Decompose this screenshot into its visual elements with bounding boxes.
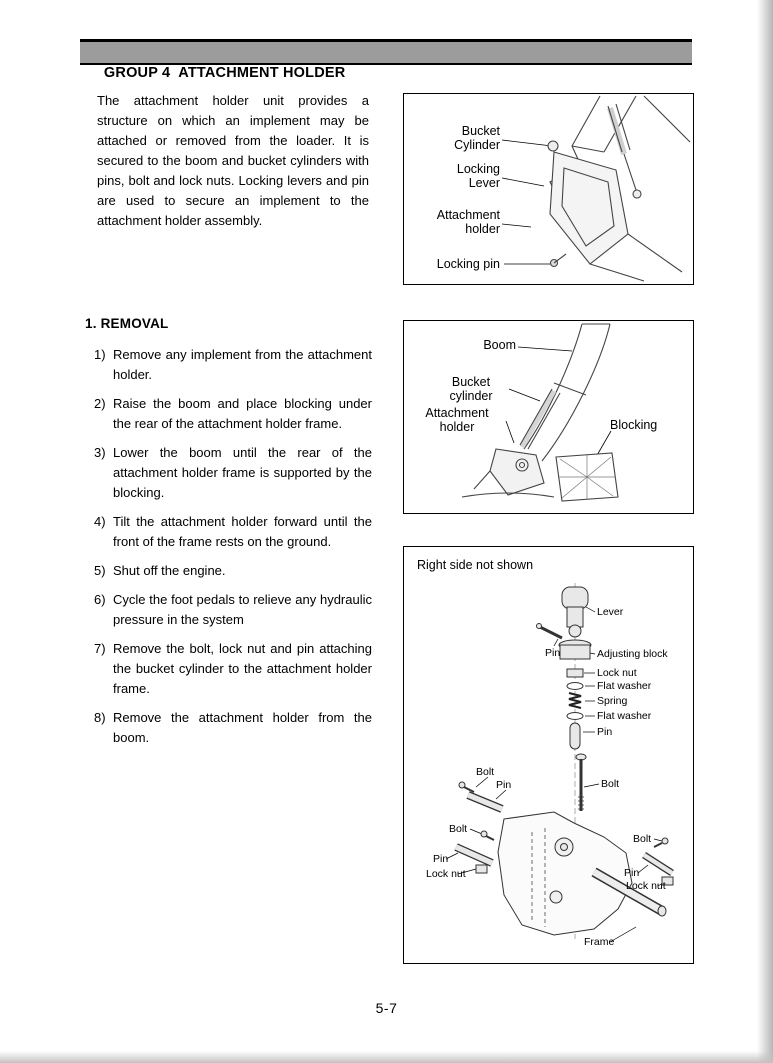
fig3-label-pin-center: Pin <box>597 726 613 738</box>
step-number: 2) <box>94 396 106 411</box>
fig3-note: Right side not shown <box>417 558 534 572</box>
step-number: 3) <box>94 445 106 460</box>
fig3-label-pin-left-lower: Pin <box>433 853 449 865</box>
step-item: 4) Tilt the attachment holder forward un… <box>94 512 372 552</box>
fig3-label-pin-left-upper: Pin <box>496 779 512 791</box>
fig3-label-bolt-center: Bolt <box>601 778 620 790</box>
step-item: 7) Remove the bolt, lock nut and pin att… <box>94 639 372 699</box>
step-item: 3) Lower the boom until the rear of the … <box>94 443 372 503</box>
step-item: 8) Remove the attachment holder from the… <box>94 708 372 748</box>
fig1-label-locking-lever: Locking Lever <box>456 162 500 190</box>
step-number: 4) <box>94 514 106 529</box>
page-number: 5-7 <box>375 1000 398 1016</box>
fig3-label-lock-nut-right: Lock nut <box>626 880 666 892</box>
step-item: 2) Raise the boom and place blocking und… <box>94 394 372 434</box>
fig2-drawing <box>461 323 619 502</box>
fig2-label-blocking: Blocking <box>610 418 658 432</box>
fig3-label-pin-right: Pin <box>624 867 640 879</box>
step-text: Shut off the engine. <box>113 563 226 578</box>
step-text: Tilt the attachment holder forward until… <box>113 514 372 549</box>
fig2-label-bucket-cylinder: Bucket cylinder <box>449 375 493 403</box>
fig3-label-bolt-right: Bolt <box>633 833 652 845</box>
removal-steps: 1) Remove any implement from the attachm… <box>94 345 372 757</box>
step-item: 5) Shut off the engine. <box>94 561 372 581</box>
figure-attachment-holder-overview: Bucket Cylinder Locking Lever Attachment… <box>403 93 694 285</box>
fig3-label-frame: Frame <box>584 936 615 948</box>
section-header-title: GROUP 4 ATTACHMENT HOLDER <box>103 65 346 81</box>
scan-edge-right <box>757 0 773 1063</box>
fig3-label-lever: Lever <box>597 606 624 618</box>
step-text: Raise the boom and place blocking under … <box>113 396 372 431</box>
fig3-label-pin-top: Pin <box>545 647 561 659</box>
fig1-label-attachment-holder: Attachment holder <box>436 208 500 236</box>
intro-paragraph: The attachment holder unit provides a st… <box>97 93 369 228</box>
removal-heading: 1. REMOVAL <box>85 316 169 331</box>
step-text: Cycle the foot pedals to relieve any hyd… <box>113 592 372 627</box>
fig2-label-attachment-holder: Attachment holder <box>425 406 489 434</box>
step-item: 1) Remove any implement from the attachm… <box>94 345 372 385</box>
step-text: Remove the bolt, lock nut and pin attach… <box>113 641 372 696</box>
fig3-label-bolt-left-upper: Bolt <box>476 766 495 778</box>
step-number: 5) <box>94 563 106 578</box>
fig3-label-adjusting-block: Adjusting block <box>597 648 668 660</box>
fig1-label-bucket-cylinder: Bucket Cylinder <box>454 124 500 152</box>
fig1-drawing <box>501 95 691 282</box>
fig3-drawing <box>445 583 674 943</box>
fig1-label-locking-pin: Locking pin <box>436 257 500 271</box>
figure-blocking-setup: Boom Bucket cylinder Attachment holder B… <box>403 320 694 514</box>
step-number: 7) <box>94 641 106 656</box>
step-item: 6) Cycle the foot pedals to relieve any … <box>94 590 372 630</box>
step-number: 8) <box>94 710 106 725</box>
fig3-label-bolt-left-lower: Bolt <box>449 823 468 835</box>
fig3-label-flat-washer-1: Flat washer <box>597 680 652 692</box>
step-number: 6) <box>94 592 106 607</box>
figure-exploded-view: Right side not shown Lever Pin Adjusting… <box>403 546 694 964</box>
fig3-label-lock-nut-center: Lock nut <box>597 667 637 679</box>
fig3-label-lock-nut-left: Lock nut <box>426 868 466 880</box>
step-text: Remove any implement from the attachment… <box>113 347 372 382</box>
fig3-label-flat-washer-2: Flat washer <box>597 710 652 722</box>
step-text: Lower the boom until the rear of the att… <box>113 445 372 500</box>
fig3-label-spring: Spring <box>597 695 628 707</box>
section-header-bar: GROUP 4 ATTACHMENT HOLDER <box>80 39 692 81</box>
step-number: 1) <box>94 347 106 362</box>
step-text: Remove the attachment holder from the bo… <box>113 710 372 745</box>
fig2-label-boom: Boom <box>483 338 516 352</box>
scan-edge-bottom <box>0 1051 773 1063</box>
